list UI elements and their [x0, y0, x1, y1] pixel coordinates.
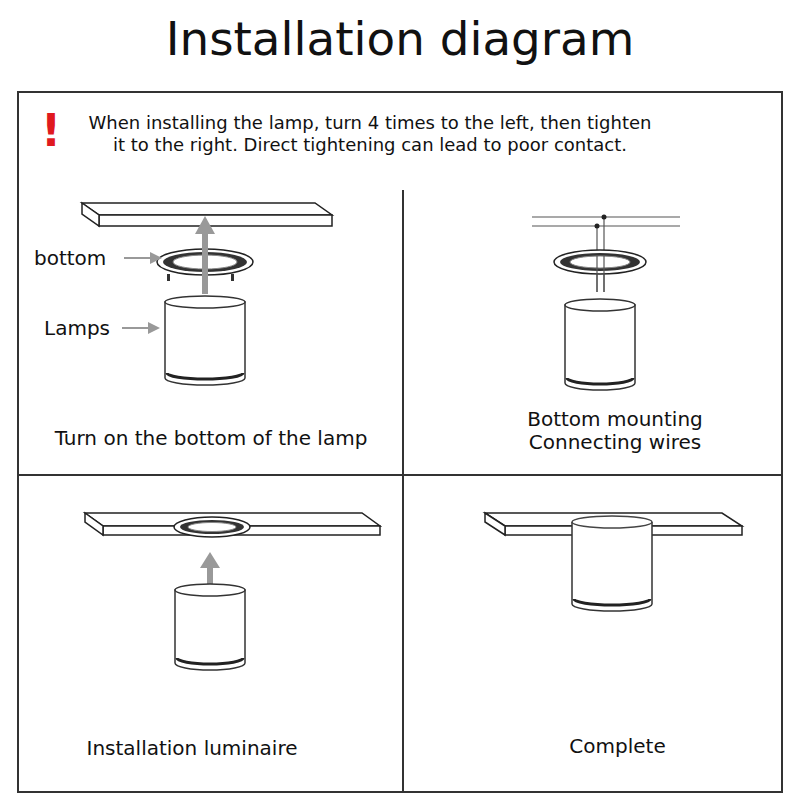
lamp-body [175, 584, 245, 670]
ceiling-board [85, 513, 380, 535]
step-caption: Complete [500, 733, 735, 759]
frame [18, 92, 782, 792]
divider [18, 474, 782, 476]
mounting-base [174, 517, 250, 537]
warning-icon: ! [36, 104, 66, 158]
wire-junction [595, 215, 607, 229]
mounting-base [554, 250, 646, 292]
warning-note: When installing the lamp, turn 4 times t… [80, 112, 660, 156]
wires [532, 217, 680, 292]
lamp-body [165, 296, 245, 385]
step-caption: Turn on the bottom of the lamp [22, 425, 400, 451]
divider [402, 190, 404, 792]
title: Installation diagram [0, 6, 800, 72]
step-caption: Installation luminaire [22, 735, 362, 761]
lamp-body [565, 299, 635, 390]
leader-arrow [122, 252, 162, 334]
step-caption: Bottom mounting Connecting wires [495, 408, 735, 454]
up-arrow [195, 216, 215, 294]
callout-label: bottom [34, 245, 124, 271]
callout-label: Lamps [44, 315, 124, 341]
lamp-body [572, 516, 652, 611]
up-arrow [200, 552, 220, 584]
